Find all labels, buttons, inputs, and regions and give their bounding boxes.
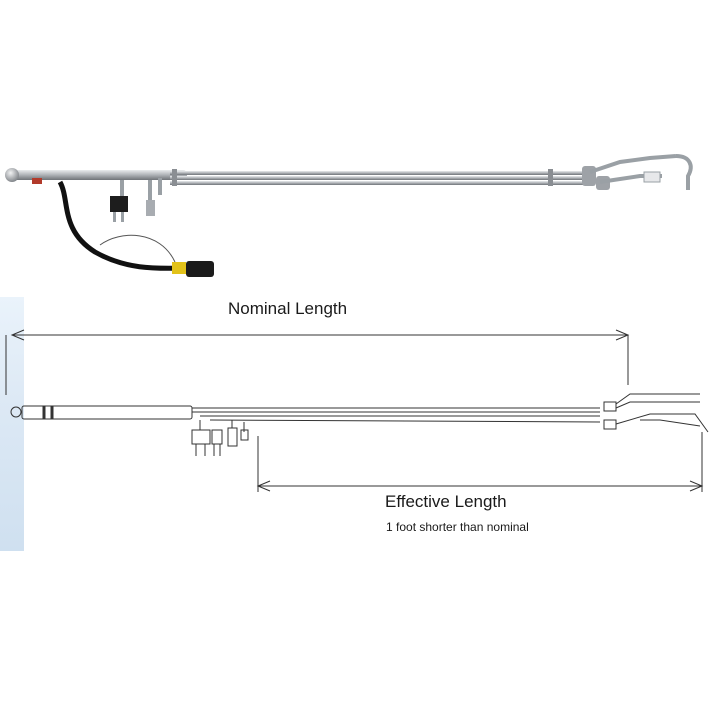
handle-marker: [32, 178, 42, 184]
schematic-fitting: [603, 419, 617, 430]
connector-pin: [121, 212, 124, 222]
thin-wire: [99, 234, 176, 263]
tube-clamp: [548, 169, 553, 186]
schematic-thermocouple: [191, 429, 211, 445]
schematic-tip-rod: [615, 413, 709, 433]
schematic-main-tube: [21, 405, 193, 420]
cable-connector-plug: [186, 261, 214, 277]
probe-schematic: [5, 329, 709, 492]
probe-hook: [675, 154, 693, 190]
cable-connector-yellow: [172, 262, 186, 274]
probe-photo: [5, 154, 693, 277]
probe-sensor-tip: [643, 171, 661, 183]
probe-tube-lower: [170, 181, 590, 185]
effective-length-label: Effective Length: [385, 492, 507, 511]
probe-main-tube: [12, 170, 187, 180]
nominal-length-label: Nominal Length: [228, 299, 348, 318]
connector-pin: [113, 212, 116, 222]
schematic-fitting-small: [227, 427, 238, 447]
schematic-connector-stem: [199, 420, 206, 431]
tube-clamp: [172, 169, 177, 186]
thermocouple-connector: [110, 196, 128, 212]
probe-cable: [57, 180, 191, 271]
probe-tube-middle: [170, 176, 590, 180]
probe-tip-rod: [589, 154, 677, 174]
schematic-thermocouple: [211, 429, 223, 445]
schematic-knob: [10, 406, 22, 418]
nominal-arrow-left: [10, 329, 25, 341]
schematic-tip-rod: [640, 419, 701, 427]
schematic-tube-line: [209, 419, 601, 423]
probe-tube-upper: [170, 171, 590, 175]
compression-fitting: [146, 200, 155, 216]
schematic-tip-rod: [615, 393, 700, 405]
left-edge-background: [0, 297, 24, 551]
schematic-tip-rod: [615, 401, 700, 409]
probe-knob: [5, 168, 19, 182]
schematic-fitting: [603, 401, 617, 412]
schematic-fitting-small: [240, 429, 249, 441]
effective-length-note: 1 foot shorter than nominal: [386, 520, 529, 534]
